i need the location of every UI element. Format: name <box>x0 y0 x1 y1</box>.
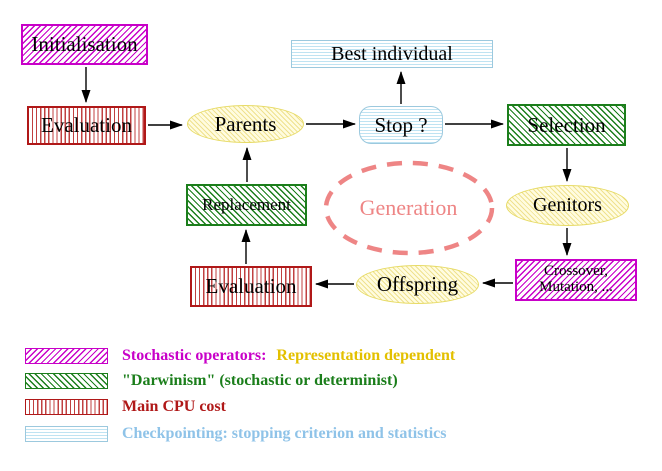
legend-label-darwinism: "Darwinism" (stochastic or determinist) <box>122 372 398 389</box>
node-evaluation-bottom: Evaluation <box>190 266 312 307</box>
node-stop-label: Stop ? <box>374 112 428 137</box>
node-selection: Selection <box>507 104 626 146</box>
node-parents-label: Parents <box>214 111 277 136</box>
legend-swatch-magenta-hatch <box>25 348 108 364</box>
legend-label-representation-dependent: Representation dependent <box>276 347 456 364</box>
node-offspring-label: Offspring <box>376 272 459 297</box>
legend-row-checkpointing: Checkpointing: stopping criterion and st… <box>25 425 446 443</box>
node-initialisation-label: Initialisation <box>31 32 138 57</box>
legend-swatch-green-hatch <box>25 373 108 389</box>
legend-swatch-cyan-stripes <box>25 426 108 442</box>
node-replacement-label: Replacement <box>202 195 291 215</box>
legend-row-cpu-cost: Main CPU cost <box>25 398 226 416</box>
node-best-individual-label: Best individual <box>331 42 453 65</box>
node-genitors-label: Genitors <box>533 194 602 216</box>
node-stop: Stop ? <box>359 106 443 144</box>
node-replacement: Replacement <box>186 184 307 226</box>
node-best-individual: Best individual <box>291 40 493 68</box>
legend-row-darwinism: "Darwinism" (stochastic or determinist) <box>25 372 398 390</box>
legend-swatch-red-stripes <box>25 399 108 415</box>
node-evaluation-top-label: Evaluation <box>41 113 132 138</box>
legend-label-main-cpu-cost: Main CPU cost <box>122 398 226 415</box>
node-offspring: Offspring <box>356 265 479 304</box>
node-parents: Parents <box>187 105 304 143</box>
node-generation-label: Generation <box>359 195 458 220</box>
node-generation: Generation <box>325 162 492 254</box>
legend-label-stochastic-operators: Stochastic operators: <box>122 347 267 364</box>
node-crossover-line2: Mutation, ... <box>539 279 613 295</box>
node-genitors: Genitors <box>506 185 629 226</box>
legend-label-checkpointing: Checkpointing: stopping criterion and st… <box>122 425 447 442</box>
legend-row-stochastic: Stochastic operators: Representation dep… <box>25 347 455 365</box>
node-evaluation-top: Evaluation <box>27 106 146 145</box>
node-crossover-line1: Crossover, <box>544 263 608 280</box>
node-evaluation-bottom-label: Evaluation <box>205 274 297 299</box>
node-initialisation: Initialisation <box>21 24 148 65</box>
node-selection-label: Selection <box>527 112 606 137</box>
node-crossover-mutation: Crossover, Mutation, ... <box>515 259 637 301</box>
